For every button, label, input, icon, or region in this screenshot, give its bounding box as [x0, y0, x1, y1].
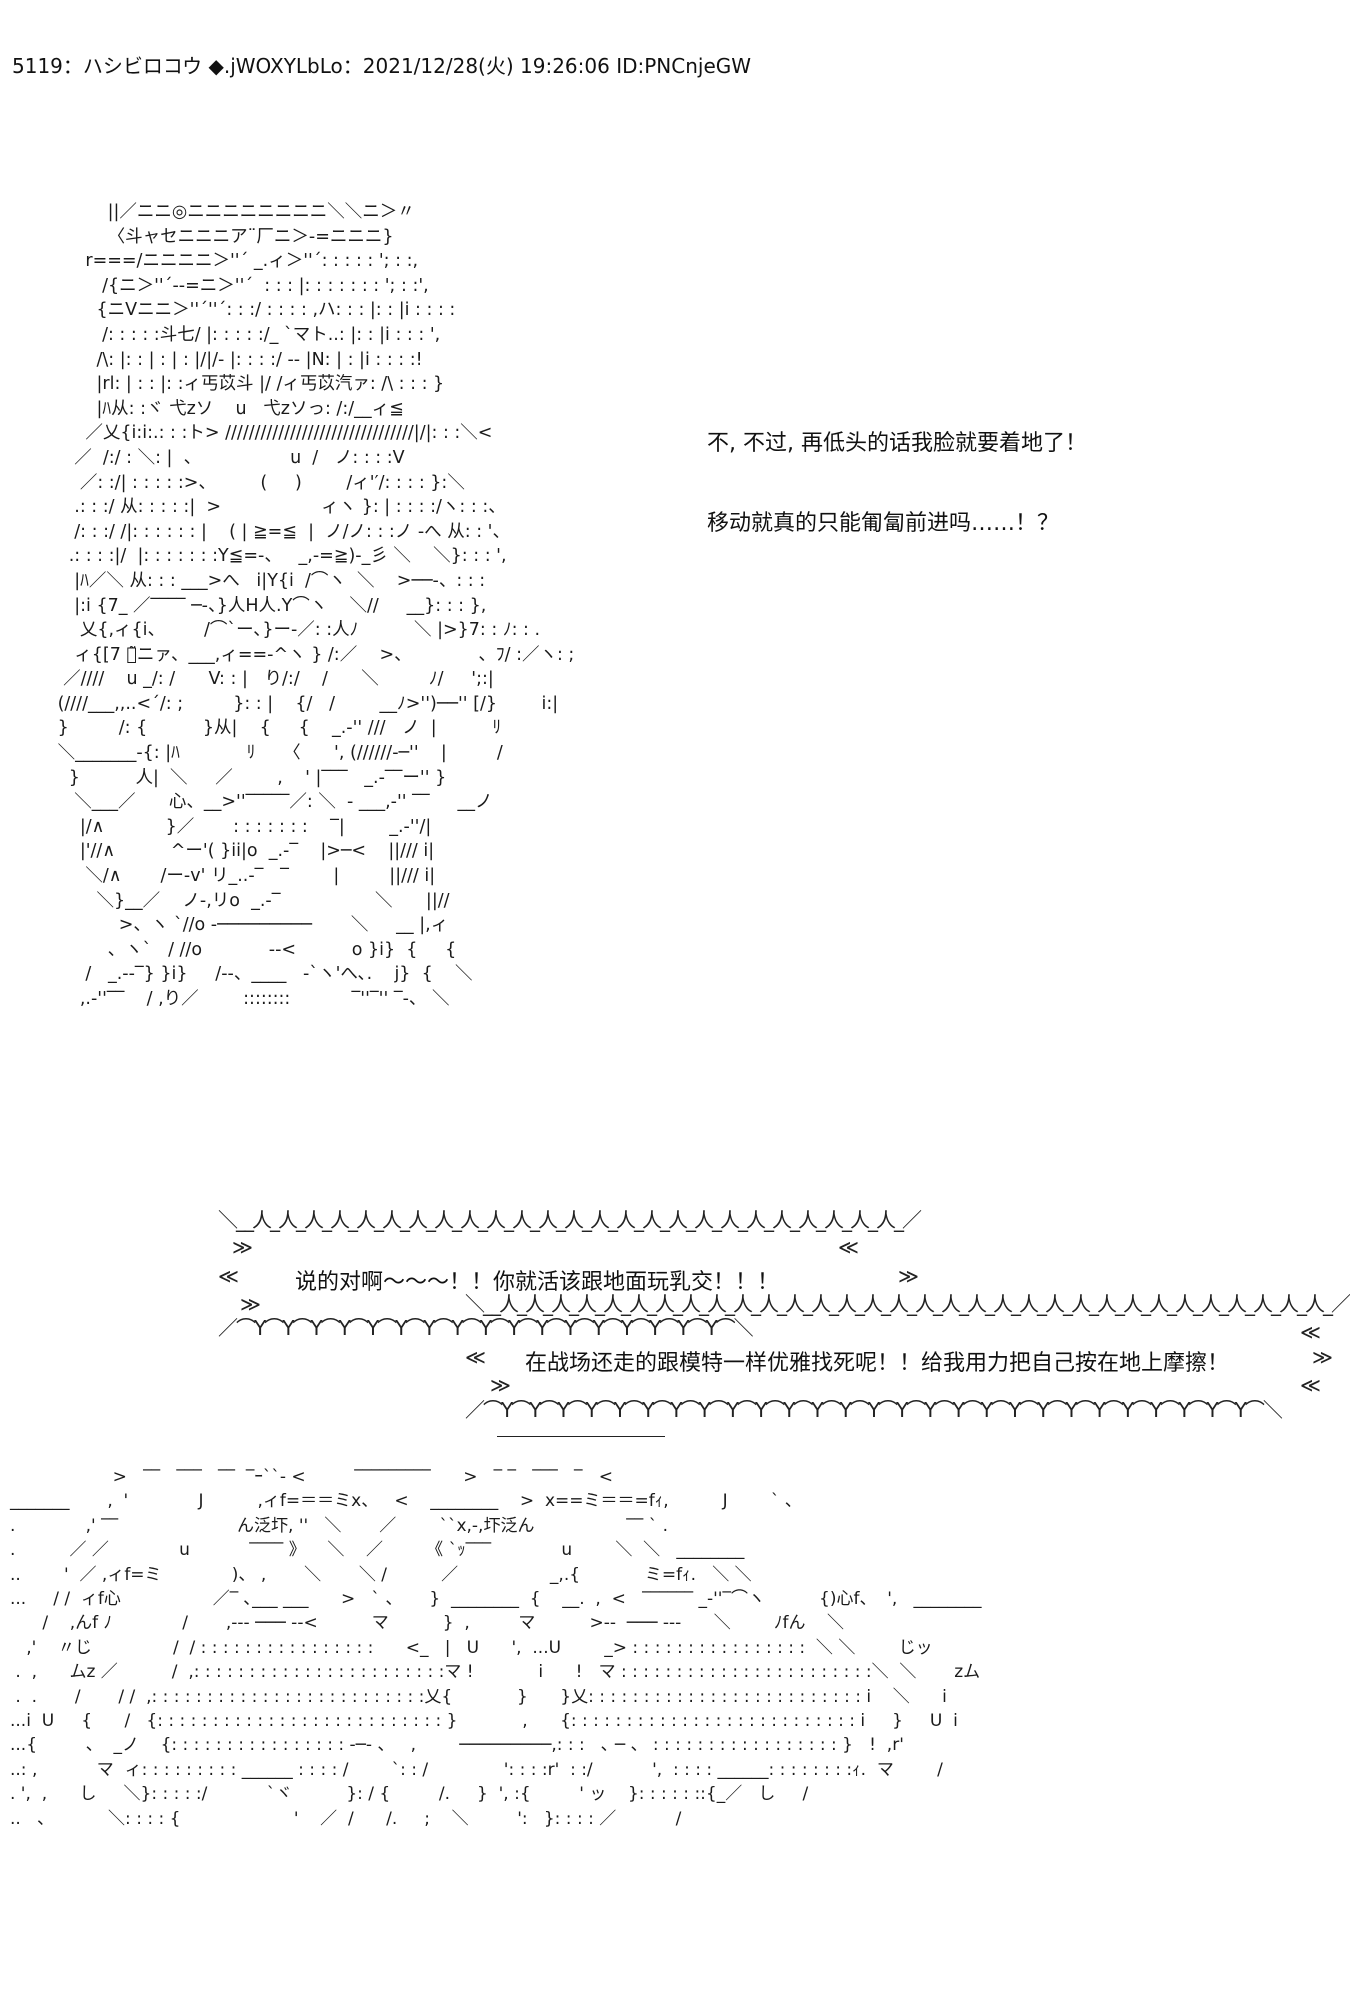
bubble-2-mark: ≪: [1300, 1373, 1321, 1397]
bubble-1-top-edge: ＼__人_人_人_人_人_人_人_人_人_人_人_人_人_人_人_人_人_人_人…: [218, 1208, 922, 1232]
bubble-1-mark: ≪: [218, 1264, 239, 1288]
shout-text-1: 说的对啊〜〜〜！！你就活该跟地面玩乳交！！！: [295, 1270, 780, 1295]
bubble-1-mark: ≫: [232, 1235, 253, 1259]
bubble-1-mark: ≫: [240, 1292, 261, 1316]
dialogue-line-1: 不, 不过, 再低头的话我脸就要着地了！: [707, 431, 1087, 456]
bubble-2-mark: ≪: [465, 1345, 486, 1369]
ascii-art-characters-bottom: > ‾‾ ‾‾‾ ‾‾ ‾ｰ``- < ‾‾‾‾‾‾‾‾‾ > ‾ ‾ ‾‾‾ …: [10, 1467, 982, 1829]
bubble-2-bottom-edge: ／⌒Y⌒Y⌒Y⌒Y⌒Y⌒Y⌒Y⌒Y⌒Y⌒Y⌒Y⌒Y⌒Y⌒Y⌒Y⌒Y⌒Y⌒Y⌒Y⌒…: [465, 1398, 1283, 1422]
bubble-1-bottom-edge: ／⌒Y⌒Y⌒Y⌒Y⌒Y⌒Y⌒Y⌒Y⌒Y⌒Y⌒Y⌒Y⌒Y⌒Y⌒Y⌒Y⌒Y⌒＼: [218, 1316, 754, 1340]
bubble-1-mark: ≪: [838, 1235, 859, 1259]
bubble-2-mark: ≫: [490, 1373, 511, 1397]
dialogue-line-2: 移动就真的只能匍匐前进吗……！？: [707, 511, 1060, 536]
bubble-2-mark: ≪: [1300, 1320, 1321, 1344]
bubble-2-top-edge: ＼__人_人_人_人_人_人_人_人_人_人_人_人_人_人_人_人_人_人_人…: [465, 1292, 1350, 1316]
ascii-art-character-top: ||／ニニ◎ニニニニニニニニ＼＼ニ＞〃 〈斗ャセニニニア¨厂ニ＞-=ニニニ} r…: [57, 202, 575, 1009]
bubble-1-mark: ≫: [898, 1264, 919, 1288]
post-header: 5119：ハシビロコウ ◆.jWOXYLbLo：2021/12/28(火) 19…: [12, 54, 752, 78]
shout-text-2: 在战场还走的跟模特一样优雅找死呢！！给我用力把自己按在地上摩擦！: [525, 1351, 1230, 1376]
divider-line: [497, 1436, 665, 1437]
bubble-2-mark: ≫: [1312, 1345, 1333, 1369]
